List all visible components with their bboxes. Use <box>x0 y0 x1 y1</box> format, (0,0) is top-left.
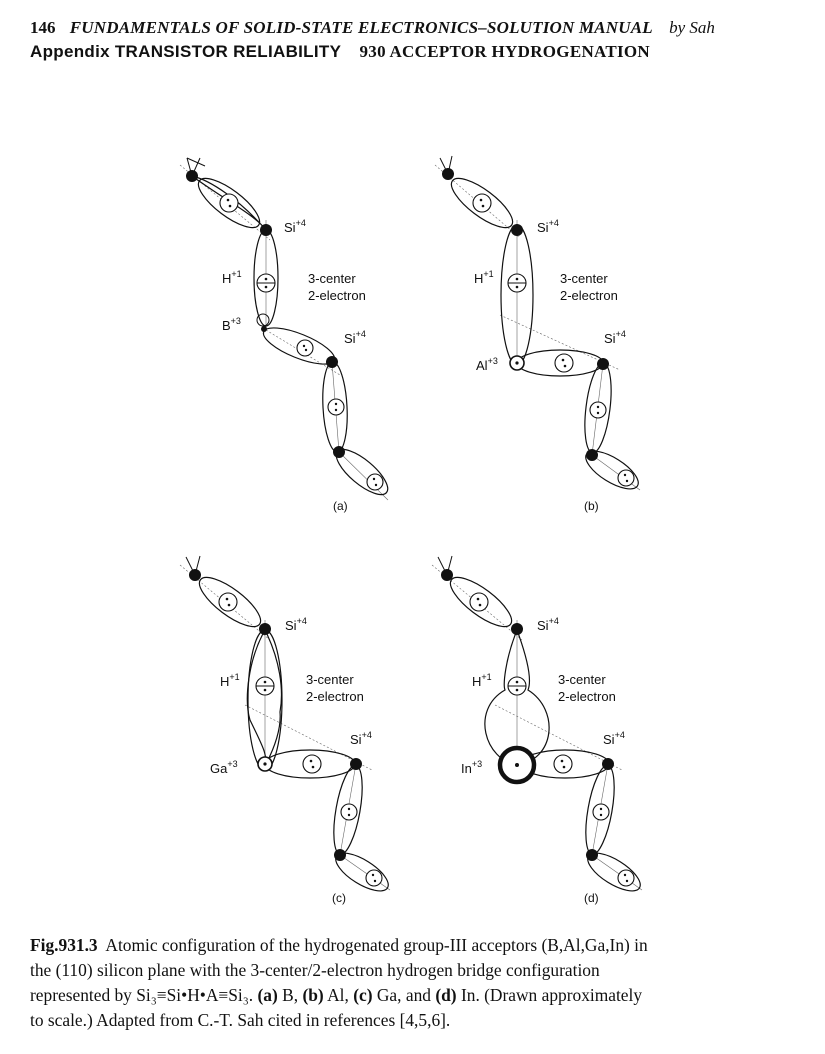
si-atom-bottom <box>326 356 338 368</box>
si-atom-bottom <box>350 758 362 770</box>
section-title: 930 ACCEPTOR HYDROGENATION <box>359 42 651 61</box>
h-label: H+1 <box>474 269 494 286</box>
si-top-label: Si+4 <box>285 616 307 633</box>
h-label: H+1 <box>220 672 240 689</box>
panel-a: Si+4 H+1 3-center 2-electron B+3 Si+4 (a… <box>179 157 389 513</box>
book-title: FUNDAMENTALS OF SOLID-STATE ELECTRONICS–… <box>69 18 653 37</box>
figure-label: Fig.931.3 <box>30 935 98 955</box>
panel-label-c: (c) <box>332 891 346 905</box>
caption-line-3: represented by Si₃≡Si•H•A≡Si₃. (a) B, (b… <box>30 985 643 1005</box>
page-number: 146 <box>30 18 56 37</box>
si-atom <box>441 569 453 581</box>
panel-d-bonds <box>431 555 643 892</box>
si-atom-bottom <box>602 758 614 770</box>
caption-line-1: Fig.931.3 Atomic configuration of the hy… <box>30 935 648 955</box>
si-atom <box>334 849 346 861</box>
caption-line-4: to scale.) Adapted from C.-T. Sah cited … <box>30 1010 451 1030</box>
si-atom <box>586 849 598 861</box>
center-label-line2: 2-electron <box>308 288 366 303</box>
h-label: H+1 <box>472 672 492 689</box>
si-top-label: Si+4 <box>537 616 559 633</box>
si-atom-top <box>511 623 523 635</box>
si-atom-top <box>260 224 272 236</box>
panel-b: Si+4 H+1 3-center 2-electron Al+3 Si+4 (… <box>434 155 641 513</box>
author: by Sah <box>669 18 715 37</box>
si-atom-bottom <box>597 358 609 370</box>
panel-b-bonds <box>434 155 641 491</box>
si-bottom-label: Si+4 <box>350 730 372 747</box>
si-bottom-label: Si+4 <box>344 329 366 346</box>
acceptor-label: Ga+3 <box>210 759 238 776</box>
si-atom <box>442 168 454 180</box>
si-atom <box>189 569 201 581</box>
panel-label-d: (d) <box>584 891 599 905</box>
si-top-label: Si+4 <box>537 218 559 235</box>
running-header: 146 FUNDAMENTALS OF SOLID-STATE ELECTRON… <box>30 18 810 38</box>
center-label-line2: 2-electron <box>306 689 364 704</box>
h-label: H+1 <box>222 269 242 286</box>
si-atom-top <box>259 623 271 635</box>
si-top-label: Si+4 <box>284 218 306 235</box>
acceptor-configuration-figure: Si+4 H+1 3-center 2-electron B+3 Si+4 (a… <box>179 155 643 905</box>
section-header: Appendix TRANSISTOR RELIABILITY 930 ACCE… <box>30 42 810 62</box>
center-label-line1: 3-center <box>560 271 608 286</box>
center-label-line2: 2-electron <box>558 689 616 704</box>
acceptor-label: In+3 <box>461 759 482 776</box>
si-bottom-label: Si+4 <box>604 329 626 346</box>
acceptor-atom-b <box>261 326 267 332</box>
panel-c-bonds <box>179 555 391 892</box>
si-atom <box>186 170 198 182</box>
center-label-line1: 3-center <box>308 271 356 286</box>
si-atom <box>333 446 345 458</box>
caption-line-2: the (110) silicon plane with the 3-cente… <box>30 960 600 980</box>
si-atom-top <box>511 224 523 236</box>
center-label-line2: 2-electron <box>560 288 618 303</box>
center-label-line1: 3-center <box>558 672 606 687</box>
appendix-title: Appendix TRANSISTOR RELIABILITY <box>30 42 342 61</box>
acceptor-label: Al+3 <box>476 356 498 373</box>
figure-caption: Fig.931.3 Atomic configuration of the hy… <box>30 933 808 1033</box>
si-atom <box>586 449 598 461</box>
panel-label-b: (b) <box>584 499 599 513</box>
panel-label-a: (a) <box>333 499 348 513</box>
panel-c: Si+4 H+1 3-center 2-electron Ga+3 Si+4 (… <box>179 555 391 905</box>
center-label-line1: 3-center <box>306 672 354 687</box>
si-bottom-label: Si+4 <box>603 730 625 747</box>
acceptor-label: B+3 <box>222 316 241 333</box>
panel-d: Si+4 H+1 3-center 2-electron In+3 Si+4 (… <box>431 555 643 905</box>
